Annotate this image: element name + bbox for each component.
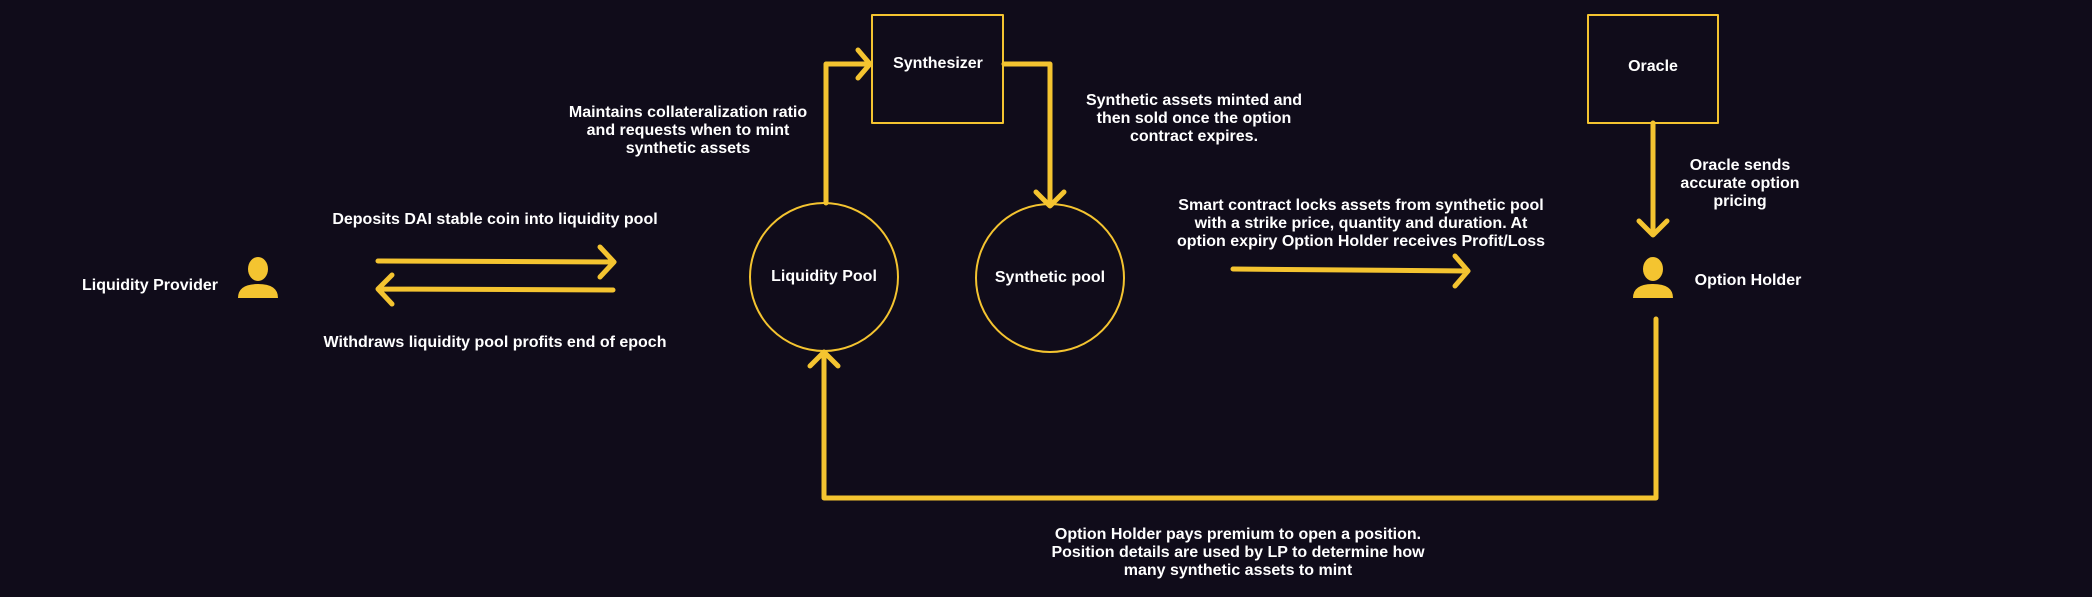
synthesizer-box (871, 14, 1004, 124)
liquidity-pool-label: Liquidity Pool (771, 268, 877, 285)
deposit-arrow (375, 244, 617, 280)
synthetic-pool-to-holder-arrow (1230, 253, 1471, 289)
smart-contract-label: Smart contract locks assets from synthet… (1176, 197, 1546, 250)
minted-label: Synthetic assets minted and then sold on… (1085, 92, 1303, 145)
pool-to-synthesizer-arrow (823, 47, 873, 206)
synthetic-pool-label: Synthetic pool (994, 269, 1106, 286)
liquidity-provider-person-icon (238, 257, 278, 298)
withdraws-label: Withdraws liquidity pool profits end of … (323, 334, 667, 351)
oracle-label: Oracle (1628, 58, 1678, 75)
option-holder-person-icon (1633, 257, 1673, 298)
withdraw-arrow (375, 272, 616, 307)
oracle-sends-label: Oracle sends accurate option pricing (1680, 157, 1800, 210)
deposits-label: Deposits DAI stable coin into liquidity … (332, 211, 658, 228)
synthesizer-to-synthetic-pool-arrow (1001, 61, 1067, 209)
option-holder-label: Option Holder (1694, 272, 1802, 289)
maintains-label: Maintains collateralization ratio and re… (568, 104, 808, 157)
premium-arrow (807, 316, 1659, 501)
oracle-to-holder-arrow (1636, 120, 1670, 238)
premium-label: Option Holder pays premium to open a pos… (1051, 526, 1425, 579)
liquidity-provider-label: Liquidity Provider (81, 277, 219, 294)
synthesizer-label: Synthesizer (893, 55, 983, 72)
